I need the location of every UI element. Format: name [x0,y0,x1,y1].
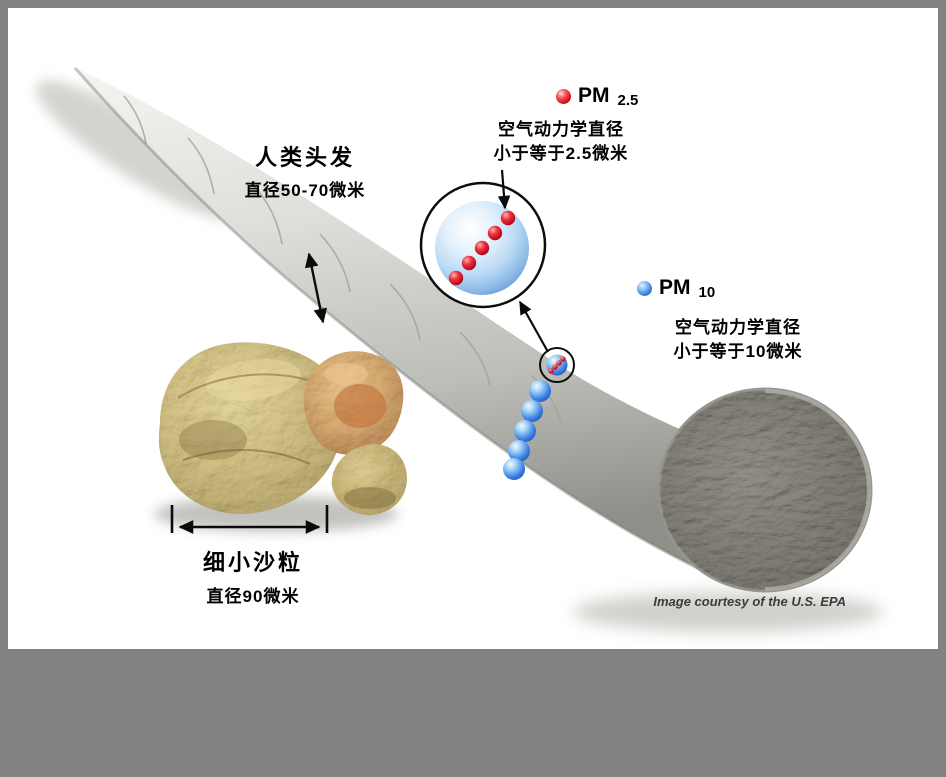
pm25-legend: PM 2.5 [556,84,639,109]
hair-label-block: 人类头发 直径50-70微米 [221,140,389,201]
pm10-label-sub: 10 [698,283,716,301]
sand-crevice-1 [177,373,309,399]
pm10-dot-icon [637,280,652,296]
pm25-description: 空气动力学直径 小于等于2.5微米 [449,118,673,166]
pm10-legend: PM 10 [637,276,716,301]
pm10-sphere [514,420,536,442]
hair-title: 人类头发 [254,145,355,170]
hair-cuticle-lines [123,95,563,429]
pm10-sphere [529,380,551,402]
hair-end-shadow [573,592,883,632]
sand-orange-highlight [324,363,368,385]
pm10-particle-chain [503,380,551,480]
sand-orange-patch [334,384,386,428]
particle-size-illustration [36,67,883,632]
human-hair [73,67,873,593]
sand-crevice-2 [182,449,311,465]
pm25-label-sub: 2.5 [617,91,639,109]
pm10-desc-line2: 小于等于10微米 [673,342,803,361]
sand-dark-patch [179,420,247,460]
sand-highlight [205,359,301,401]
pm25-label: PM [578,84,610,107]
sand-diameter-arrow [170,505,329,534]
sand-label-block: 细小沙粒 直径90微米 [174,545,332,607]
mini-pm25-dot [552,364,558,370]
mini-pm25-dot [560,356,566,362]
pm10-sphere [508,440,530,462]
pm25-sphere [461,255,477,271]
pm10-sphere [521,400,543,422]
diagram-canvas: 人类头发 直径50-70微米 PM 2.5 空气动力学直径 小于等于2.5微米 … [8,8,938,649]
pm25-sphere [474,240,490,256]
pm25-desc-line2: 小于等于2.5微米 [493,144,629,163]
pm10-sphere [503,458,525,480]
pm25-sphere [448,270,464,286]
sand-diameter-label: 直径90微米 [206,587,300,606]
hair-shaft [75,68,765,573]
pm25-sphere [487,225,503,241]
pm25-pointer-arrow [497,169,511,210]
sand-grains [158,342,407,516]
pm10-description: 空气动力学直径 小于等于10微米 [626,316,850,364]
mini-pm25-dot [556,360,562,366]
mini-scale-circle [539,347,575,383]
pm25-sphere [500,210,516,226]
image-credit: Image courtesy of the U.S. EPA [653,594,846,609]
hair-diameter-label: 直径50-70微米 [244,181,366,200]
pm10-label: PM [659,276,691,299]
pm25-desc-line1: 空气动力学直径 [498,120,624,139]
mini-circle-outline [539,347,575,383]
sand-title: 细小沙粒 [202,550,303,575]
sand-small-shade [344,487,396,509]
mini-pm25-dot [548,368,554,374]
magnifier-detail [419,181,547,309]
magnifier-pointer-arrow [519,300,549,353]
pm10-desc-line1: 空气动力学直径 [675,318,801,337]
hair-cross-section-texture [659,389,871,591]
pm25-dot-icon [556,88,571,104]
hair-cross-section-rim [764,389,871,591]
hair-diameter-arrow [304,252,328,324]
